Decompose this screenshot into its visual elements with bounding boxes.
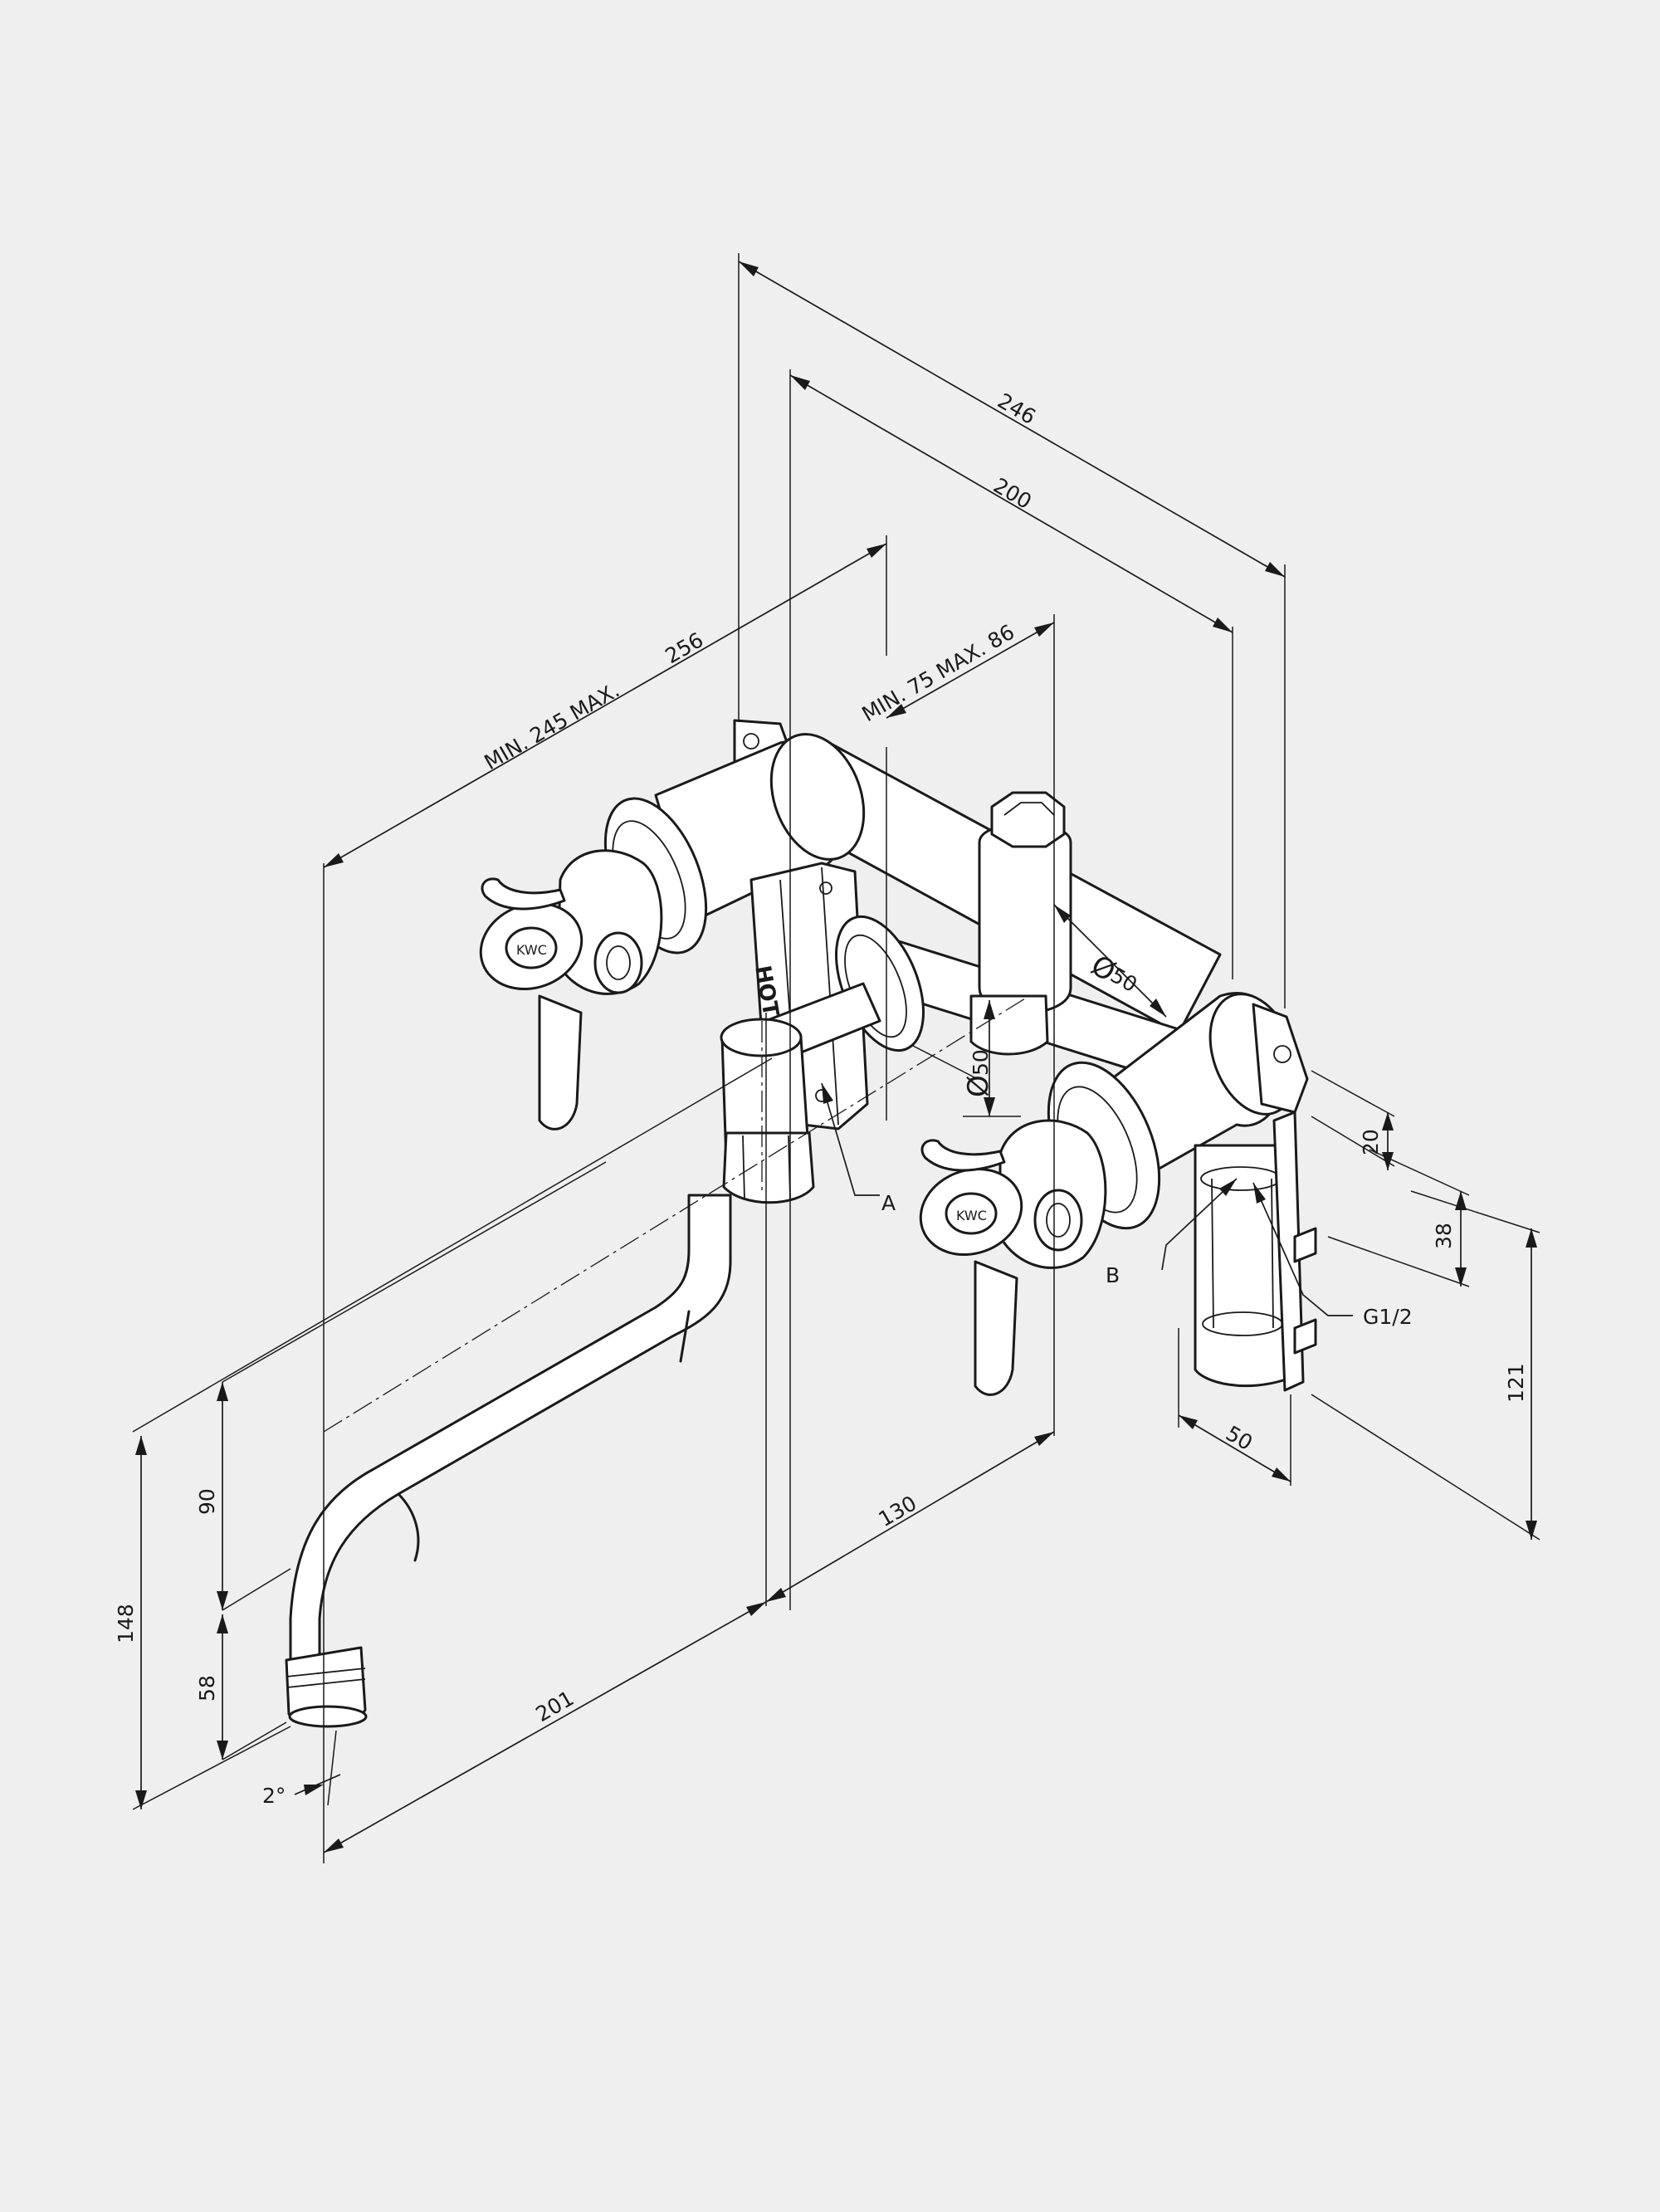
bracket-rail [1272, 1111, 1305, 1392]
label-200: 200 [989, 473, 1036, 514]
right-side-outlet [1033, 1189, 1083, 1252]
right-logo: KWC [956, 1208, 987, 1223]
label-phi-v-symbol: Ø [962, 1075, 995, 1097]
hex-nut [990, 791, 1066, 848]
centre-line-main [323, 995, 1030, 1433]
faucet-assembly: KWC HOT [285, 719, 1317, 1728]
label-min-75-max-86: MIN. 75 MAX. 86 [858, 620, 1019, 727]
right-mounting-plate [1252, 1003, 1309, 1114]
swivel-nut [722, 1131, 815, 1204]
dim-200-line [789, 374, 1233, 633]
callout-thread: G1/2 [1363, 1305, 1413, 1329]
left-side-outlet [593, 931, 643, 994]
label-130: 130 [875, 1491, 921, 1531]
label-256: 256 [662, 627, 708, 668]
dim-130-line [765, 1431, 1055, 1603]
label-phi50-v: 50 [969, 1049, 993, 1076]
callout-b: B [1106, 1263, 1120, 1287]
label-148: 148 [114, 1604, 138, 1643]
dim-201-line [323, 1601, 767, 1853]
label-121: 121 [1504, 1363, 1528, 1403]
bracket-tab-upper [1293, 1227, 1317, 1263]
bracket-tab-lower [1293, 1318, 1317, 1355]
label-min-245-max: MIN. 245 MAX. [481, 678, 624, 775]
right-lever-arm [974, 1260, 1018, 1396]
label-246: 246 [994, 388, 1040, 429]
left-lever [481, 877, 566, 911]
left-body-face [769, 733, 866, 861]
label-38: 38 [1432, 1223, 1456, 1249]
label-201: 201 [532, 1686, 579, 1726]
left-logo: KWC [516, 942, 547, 958]
dim-phi50-h-line [1053, 904, 1167, 1018]
right-lever [920, 1139, 1006, 1172]
leader-a [821, 1082, 880, 1196]
left-lever-arm [538, 994, 583, 1130]
spout-pipe [289, 1194, 732, 1703]
label-90: 90 [195, 1488, 219, 1515]
swivel-top [720, 1018, 803, 1057]
label-50: 50 [1222, 1421, 1257, 1455]
dim-75-86-line [886, 622, 1055, 719]
dimension-lines [132, 253, 1540, 1863]
label-20: 20 [1359, 1129, 1383, 1155]
dim-256-line [323, 543, 887, 868]
label-angle: 2° [262, 1784, 286, 1808]
center-fitting [978, 823, 1072, 1014]
dim-246-line [738, 261, 1286, 578]
leader-b [1161, 1178, 1238, 1271]
callout-a: A [881, 1191, 896, 1215]
left-handle-cap [505, 926, 558, 969]
right-handle-cap [945, 1192, 998, 1235]
dim-50-line [1178, 1414, 1291, 1482]
label-58: 58 [195, 1675, 219, 1702]
leader-thread [1252, 1182, 1353, 1316]
